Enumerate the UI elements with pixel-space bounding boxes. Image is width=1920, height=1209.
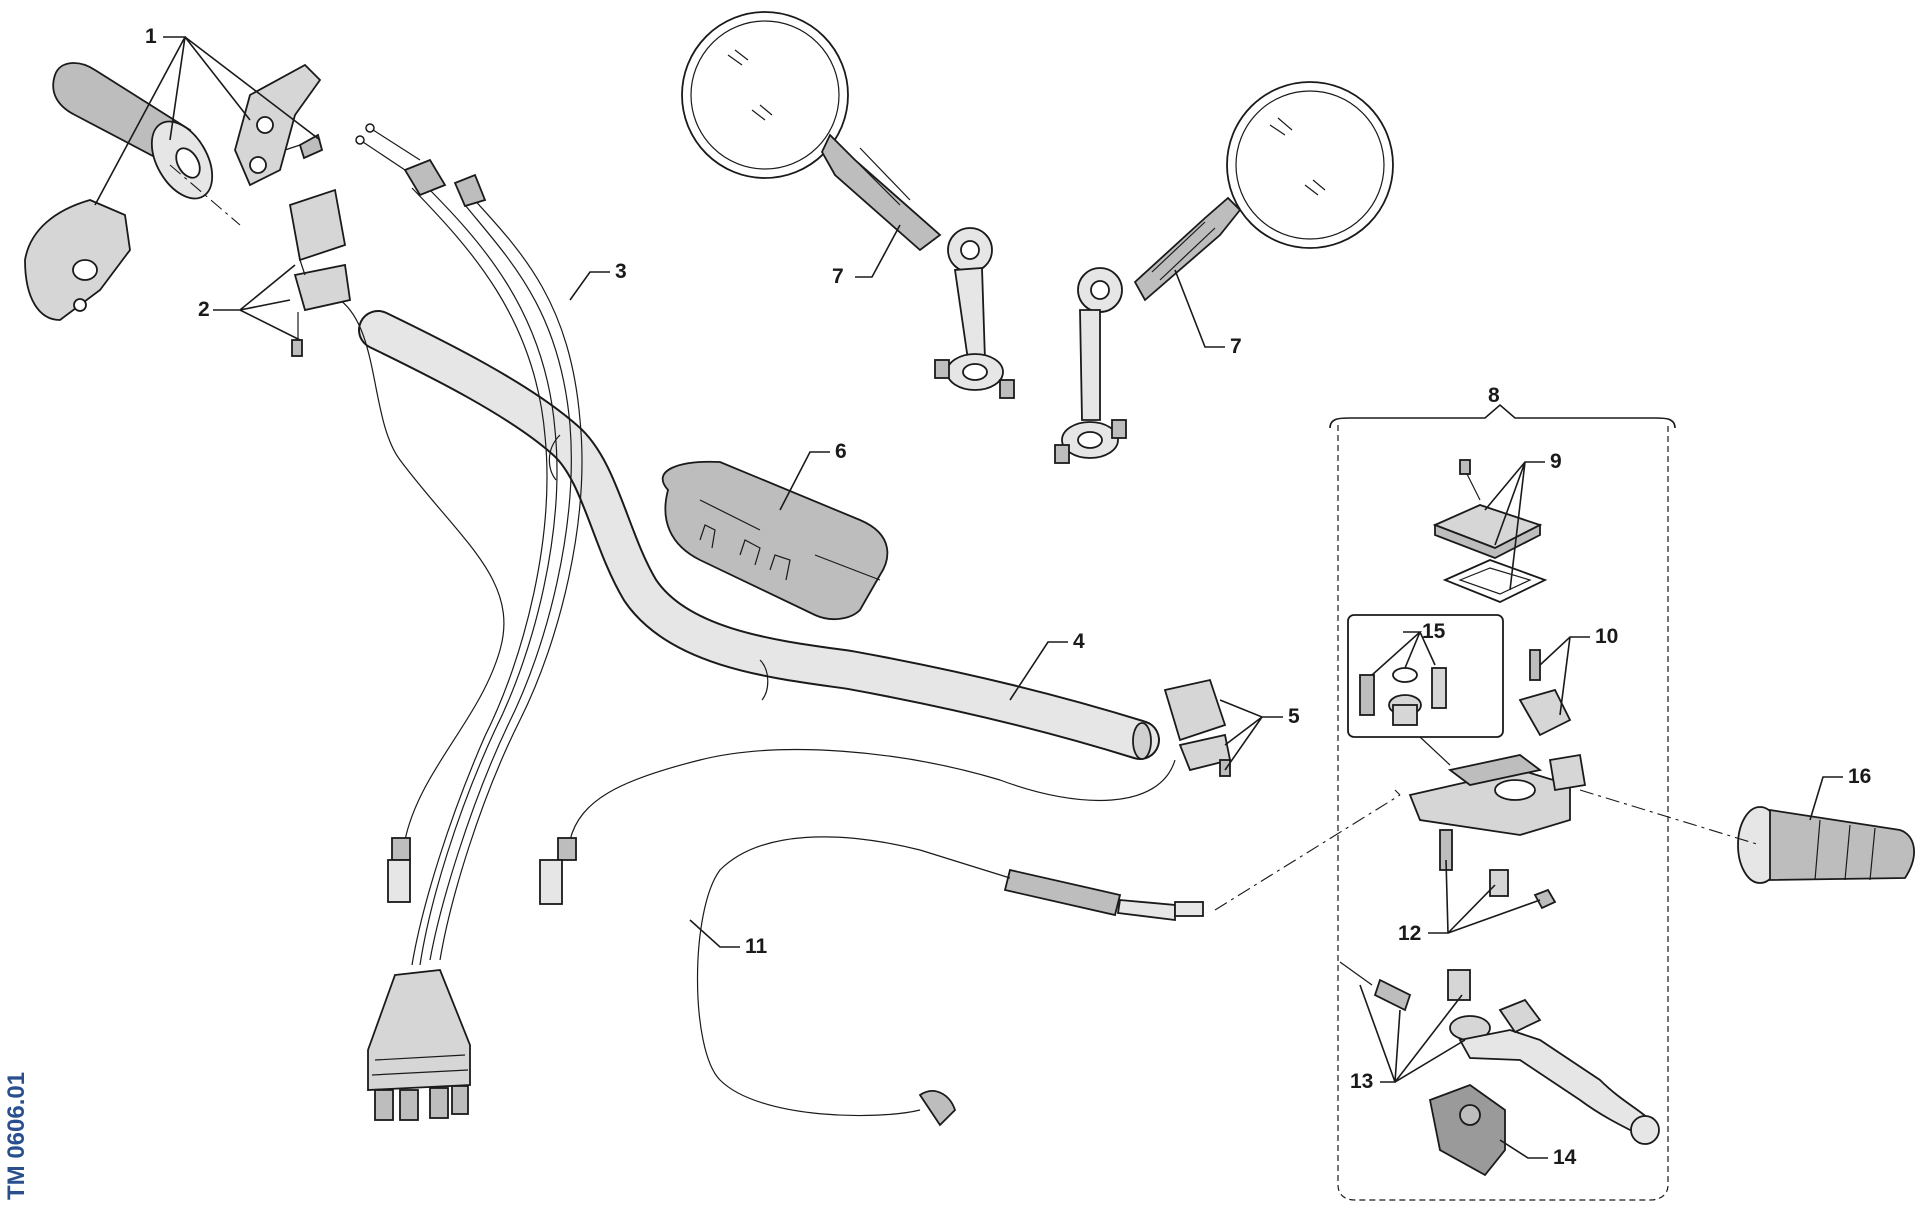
handlebar	[358, 310, 1160, 760]
left-switch-clamp	[288, 188, 352, 357]
left-grip-assembly	[24, 62, 324, 321]
right-grip	[1737, 806, 1915, 884]
callout-14: 14	[1553, 1146, 1577, 1169]
callout-3: 3	[615, 260, 627, 283]
master-cylinder-assembly	[1339, 459, 1660, 1177]
drawing-reference: TM 0606.01	[3, 1072, 30, 1200]
callout-labels: 1 2 3 4 5 6 7 7 8 9 10 11 12 13 14 15 16	[145, 25, 1871, 1169]
callout-15: 15	[1422, 620, 1446, 643]
callout-8: 8	[1488, 384, 1500, 407]
callout-12: 12	[1398, 922, 1421, 945]
callout-11: 11	[745, 935, 768, 958]
callout-10: 10	[1595, 625, 1618, 648]
leader-lines	[94, 36, 1843, 1159]
callout-5: 5	[1288, 705, 1300, 728]
callout-4: 4	[1073, 630, 1085, 653]
centerlines	[1214, 789, 1761, 911]
callout-1: 1	[145, 25, 157, 48]
handlebar-pad	[661, 460, 889, 621]
callout-2: 2	[198, 298, 210, 321]
callout-6: 6	[835, 440, 847, 463]
throttle-cables	[355, 123, 583, 1121]
right-switch-wire	[539, 749, 1176, 905]
callout-7-left: 7	[832, 265, 844, 288]
group-8-bracket	[1329, 403, 1676, 429]
mirror-left	[681, 11, 1015, 399]
clutch-cable	[696, 836, 1204, 1127]
group-8-outline	[1337, 425, 1669, 1201]
mirror-right	[1054, 81, 1394, 464]
right-switch-clamp	[1163, 678, 1232, 777]
callout-7-right: 7	[1230, 335, 1242, 358]
callout-16: 16	[1848, 765, 1871, 788]
callout-13: 13	[1350, 1070, 1373, 1093]
left-switch-wire	[339, 299, 505, 903]
callout-9: 9	[1550, 450, 1562, 473]
